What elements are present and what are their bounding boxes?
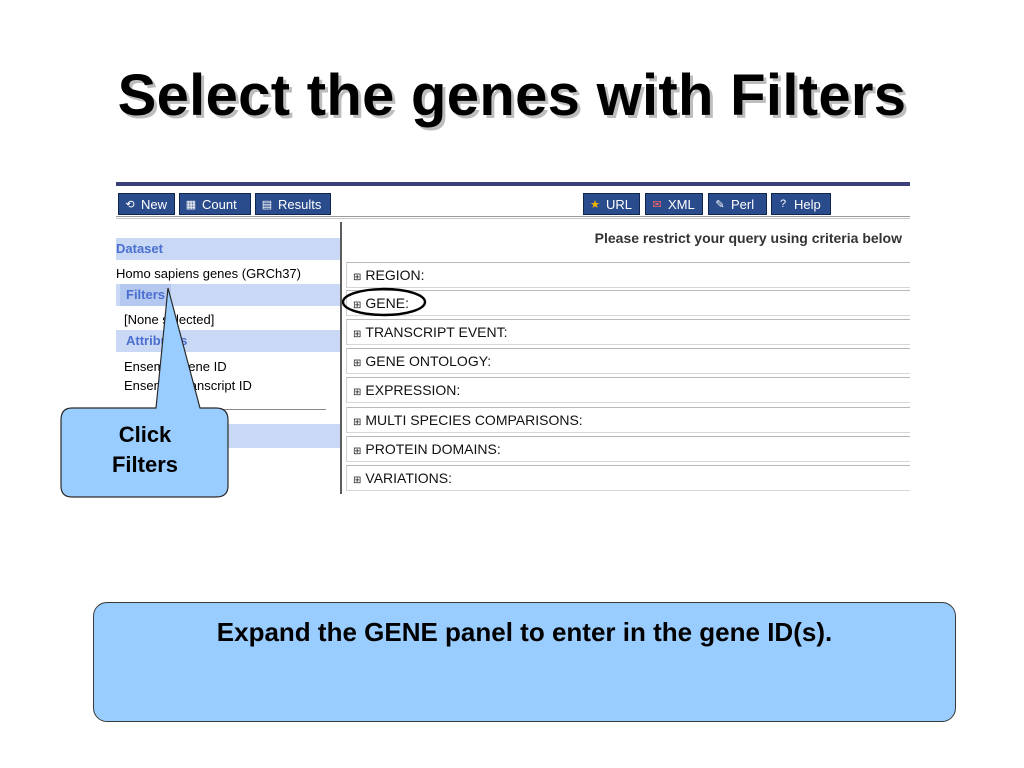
attributes-header[interactable]: Attributes [116, 330, 340, 352]
xml-icon: ✉ [652, 198, 662, 211]
top-border [116, 182, 910, 186]
count-button[interactable]: ▦Count [179, 193, 251, 215]
sidebar-separator [172, 409, 326, 410]
results-button[interactable]: ▤Results [255, 193, 331, 215]
filters-value[interactable]: [None selected] [124, 312, 215, 327]
expand-icon: ⊞ [353, 329, 362, 340]
xml-button[interactable]: ✉XML [645, 193, 703, 215]
filter-section-multi-species[interactable]: ⊞MULTI SPECIES COMPARISONS: [346, 407, 910, 433]
toolbar: ⟲New ▦Count ▤Results ★URL ✉XML ✎Perl ?He… [116, 186, 910, 217]
attribute-item: Ensembl Gene ID [124, 359, 227, 374]
filter-section-expression[interactable]: ⊞EXPRESSION: [346, 377, 910, 403]
filter-section-transcript-event[interactable]: ⊞TRANSCRIPT EVENT: [346, 319, 910, 345]
filters-header-row[interactable]: Filters [116, 284, 340, 306]
note-box: Expand the GENE panel to enter in the ge… [93, 602, 956, 722]
expand-icon: ⊞ [353, 300, 362, 311]
callout-label: Click Filters [111, 422, 179, 477]
filters-header[interactable]: Filters [120, 284, 172, 306]
pane-divider [340, 222, 342, 494]
perl-button[interactable]: ✎Perl [708, 193, 767, 215]
filter-section-region[interactable]: ⊞REGION: [346, 262, 910, 288]
filters-instructions: Please restrict your query using criteri… [594, 230, 902, 246]
attribute-item: Ensembl Transcript ID [124, 378, 252, 393]
star-icon: ★ [590, 198, 600, 211]
biomart-screenshot: ⟲New ▦Count ▤Results ★URL ✉XML ✎Perl ?He… [116, 182, 910, 494]
expand-icon: ⊞ [353, 475, 362, 486]
filter-section-protein-domains[interactable]: ⊞PROTEIN DOMAINS: [346, 436, 910, 462]
help-button[interactable]: ?Help [771, 193, 831, 215]
script-icon: ✎ [715, 198, 725, 211]
calculator-icon: ▦ [185, 198, 197, 211]
dataset-value[interactable]: Homo sapiens genes (GRCh37) [116, 266, 301, 281]
filter-section-gene[interactable]: ⊞GENE: [346, 290, 910, 316]
table-icon: ▤ [261, 198, 273, 211]
filter-section-variations[interactable]: ⊞VARIATIONS: [346, 465, 910, 491]
refresh-icon: ⟲ [125, 198, 135, 211]
expand-icon: ⊞ [353, 358, 362, 369]
dataset-header[interactable]: Dataset [116, 238, 340, 260]
note-text: Expand the GENE panel to enter in the ge… [216, 617, 833, 647]
expand-icon: ⊞ [353, 272, 362, 283]
url-button[interactable]: ★URL [583, 193, 640, 215]
filter-section-gene-ontology[interactable]: ⊞GENE ONTOLOGY: [346, 348, 910, 374]
toolbar-divider [116, 218, 910, 219]
slide-title: Select the genes with Filters [117, 63, 907, 128]
new-button[interactable]: ⟲New [118, 193, 175, 215]
expand-icon: ⊞ [353, 387, 362, 398]
help-icon: ? [779, 198, 787, 210]
expand-icon: ⊞ [353, 417, 362, 428]
expand-icon: ⊞ [353, 446, 362, 457]
